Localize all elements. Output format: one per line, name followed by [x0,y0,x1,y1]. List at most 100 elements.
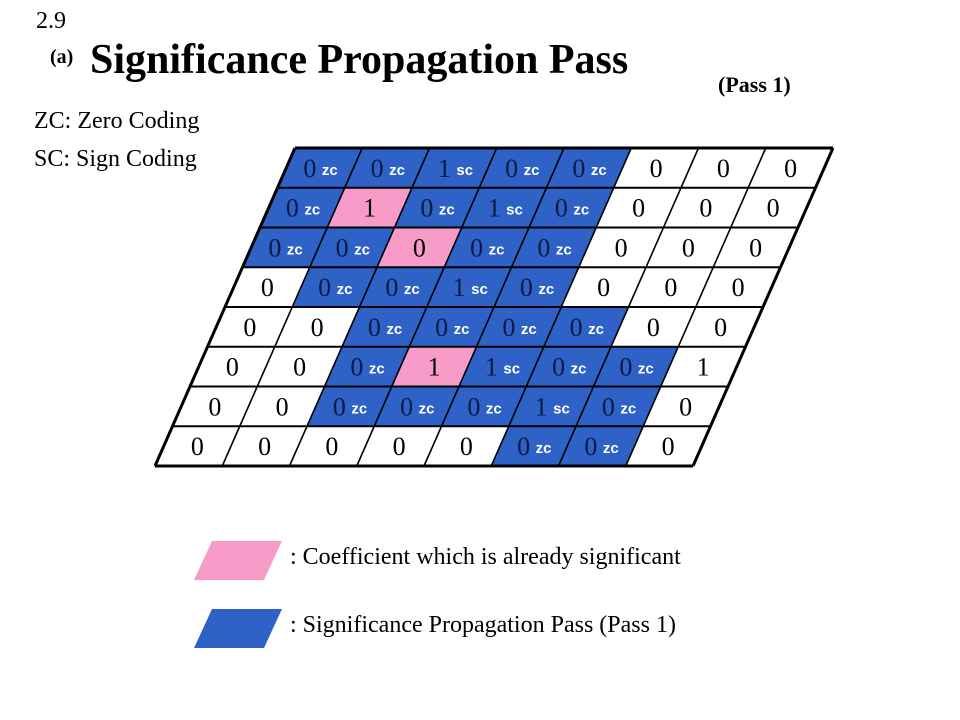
slide-number: 2.9 [36,8,66,34]
cell-value-6-0: 0 [208,392,221,421]
cell-value-5-3: 1 [428,353,441,382]
cell-coding-tag-0-0: zc [322,162,338,179]
cell-coding-tag-0-4: zc [591,162,607,179]
grid-col-line-3 [356,147,498,467]
cell-pass1-0-2 [412,148,497,188]
legend-label-significant: : Coefficient which is already significa… [290,544,681,570]
cell-coding-tag-4-2: zc [386,321,402,338]
cell-value-4-0: 0 [243,313,256,342]
cell-coding-tag-0-3: zc [524,162,540,179]
grid-cells [242,148,679,466]
cell-value-2-4: 0 [537,233,550,262]
cell-value-1-6: 0 [699,194,712,223]
cell-value-7-5: 0 [517,432,530,461]
cell-coding-tag-0-1: zc [389,162,405,179]
cell-coding-tag-1-4: zc [573,202,589,219]
cell-significant-1-1 [327,187,412,228]
cell-coding-tag-2-0: zc [287,241,303,258]
cell-value-1-7: 0 [767,194,780,223]
cell-value-6-6: 0 [602,392,615,421]
cell-coding-tag-3-1: zc [337,281,353,298]
cell-pass1-1-3 [461,187,547,228]
cell-value-5-5: 0 [552,353,565,382]
cell-value-0-0: 0 [303,154,316,183]
cell-pass1-5-2 [324,346,410,387]
cell-significant-5-3 [391,346,477,387]
cell-value-3-7: 0 [732,273,745,302]
cell-pass1-6-6 [576,386,661,427]
cell-value-5-4: 1 [485,353,498,382]
cell-value-5-2: 0 [350,353,363,382]
legend-swatch-pass1 [194,609,282,648]
cell-value-1-1: 1 [363,194,376,223]
cell-value-2-7: 0 [749,233,762,262]
grid-col-line-5 [490,147,632,467]
cell-pass1-0-3 [479,148,564,188]
cell-coding-tag-1-2: zc [439,202,455,219]
cell-coding-tag-3-4: zc [538,281,554,298]
cell-value-1-3: 1 [488,194,501,223]
legend-label-pass1: : Significance Propagation Pass (Pass 1) [290,612,676,638]
cell-pass1-5-4 [459,346,544,387]
cell-coding-tag-0-2: sc [456,162,473,179]
cell-coding-tag-1-3: sc [506,202,523,219]
part-label: (a) [50,46,74,68]
cell-value-0-6: 0 [717,154,730,183]
cell-value-6-7: 0 [679,392,692,421]
cell-coding-tag-4-4: zc [521,321,537,338]
abbreviation-zero-coding: ZC: Zero Coding [34,108,200,134]
cell-pass1-3-4 [494,267,579,307]
cell-value-5-6: 0 [619,353,632,382]
cell-value-0-3: 0 [505,154,518,183]
cell-coding-tag-4-3: zc [454,321,470,338]
cell-value-3-4: 0 [520,273,533,302]
cell-coding-tag-4-5: zc [588,321,604,338]
cell-coding-tag-6-3: zc [419,400,435,417]
cell-value-0-1: 0 [371,154,384,183]
cell-pass1-3-3 [426,267,512,307]
cell-coding-tag-5-6: zc [638,361,654,378]
cell-coding-tag-2-1: zc [354,241,370,258]
cell-pass1-2-3 [444,227,529,268]
cell-value-3-5: 0 [597,273,610,302]
cell-coding-tag-2-4: zc [556,241,572,258]
cell-significant-2-2 [377,227,462,268]
cell-value-2-0: 0 [268,233,281,262]
cell-pass1-7-5 [491,426,576,466]
cell-pass1-0-1 [344,148,430,188]
cell-coding-tag-7-5: zc [536,440,552,457]
grid-col-line-4 [423,147,565,467]
cell-pass1-5-5 [526,346,611,387]
grid-col-line-0 [153,147,297,467]
cell-value-6-5: 1 [535,392,548,421]
cell-value-2-5: 0 [615,233,628,262]
cell-coding-tag-6-5: sc [553,400,570,417]
cell-pass1-4-5 [543,307,629,347]
cell-value-0-4: 0 [572,154,585,183]
cell-value-3-2: 0 [385,273,398,302]
cell-value-4-5: 0 [570,313,583,342]
cell-pass1-4-2 [342,307,427,347]
cell-value-4-1: 0 [311,313,324,342]
cell-coding-tag-6-4: zc [486,400,502,417]
cell-coding-tag-5-4: sc [503,361,520,378]
cell-value-1-0: 0 [286,194,299,223]
grid-col-line-6 [557,147,700,467]
cell-coding-tag-7-6: zc [603,440,619,457]
cell-coding-tag-6-6: zc [620,400,636,417]
cell-value-7-6: 0 [584,432,597,461]
cell-pass1-1-0 [260,187,345,228]
cell-value-5-7: 1 [697,353,710,382]
cell-value-0-7: 0 [784,154,797,183]
legend-swatches [194,541,282,648]
cell-pass1-6-3 [374,386,459,427]
grid-lines [153,146,835,468]
cell-pass1-4-3 [409,307,494,347]
cell-value-4-6: 0 [647,313,660,342]
cell-value-3-0: 0 [261,273,274,302]
cell-value-1-5: 0 [632,194,645,223]
cell-value-4-3: 0 [435,313,448,342]
cell-value-6-1: 0 [276,392,289,421]
